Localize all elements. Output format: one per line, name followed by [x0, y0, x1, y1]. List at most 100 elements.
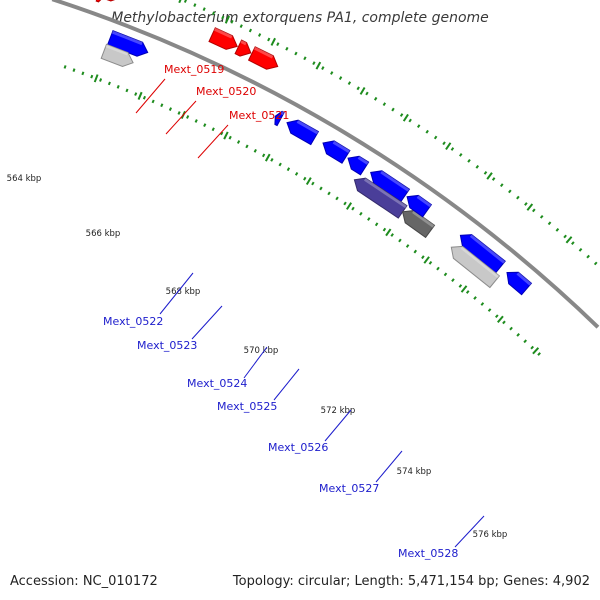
forward-gene-partial [106, 0, 116, 2]
reverse-gene-mext-0525 [347, 155, 370, 176]
outer-tick-ring [425, 129, 429, 134]
reverse-gene-upstream [106, 30, 149, 57]
inner-tick-ring [125, 88, 129, 93]
leader-line [165, 100, 197, 135]
outer-tick-ring [491, 177, 496, 181]
forward-gene-edge [95, 0, 102, 3]
outer-tick-ring [459, 153, 463, 157]
reverse-gene-mext-0522-highlight [280, 111, 285, 116]
inner-tick-ring [116, 85, 120, 89]
grey-feature-upstream-highlight [105, 44, 128, 56]
outer-tick-ring [402, 113, 409, 122]
genome-backbone [51, 0, 600, 329]
forward-gene-mext-0521 [247, 46, 279, 70]
scale-label: 564 kbp [7, 174, 42, 184]
inner-tick-ring [480, 302, 485, 306]
outer-tick-ring [391, 107, 395, 112]
inner-tick-ring [494, 314, 499, 319]
gene-label-mext-0526: Mext_0526 [268, 441, 328, 454]
inner-tick-ring [286, 167, 291, 172]
outer-tick-ring [178, 0, 182, 4]
outer-tick-ring [382, 102, 387, 107]
forward-gene-mext-0521-highlight [253, 46, 274, 59]
outer-tick-ring [239, 24, 243, 29]
inner-tick-ring [398, 238, 402, 243]
inner-tick-ring [335, 196, 339, 201]
outer-tick-ring [416, 124, 421, 129]
leader-line [243, 346, 268, 379]
scale-label: 576 kbp [473, 530, 508, 540]
inner-tick-ring [502, 320, 506, 325]
outer-tick-ring [445, 142, 452, 150]
outer-tick-ring [356, 86, 360, 91]
inner-tick-ring [220, 131, 224, 136]
inner-tick-ring [405, 244, 410, 248]
reverse-gene-mext-0524-highlight [332, 140, 350, 153]
inner-tick-ring [443, 272, 448, 277]
outer-tick-ring [408, 118, 412, 123]
outer-tick-ring [230, 19, 234, 24]
outer-tick-ring [442, 141, 446, 146]
gene-label-mext-0524: Mext_0524 [187, 377, 247, 390]
inner-tick-ring [497, 315, 504, 323]
grey-feature-upstream [100, 43, 134, 68]
inner-tick-ring [270, 158, 274, 162]
inner-tick-ring [261, 153, 266, 158]
inner-tick-ring [186, 115, 190, 119]
inner-tick-ring [194, 119, 198, 123]
outer-tick-ring [373, 96, 378, 101]
leader-line [159, 272, 194, 315]
leader-line [191, 305, 223, 340]
inner-tick-ring [516, 333, 520, 337]
outer-tick-ring [516, 195, 520, 200]
reverse-gene-upstream-highlight [111, 30, 143, 46]
inner-tick-ring [99, 78, 103, 82]
outer-tick-ring [578, 247, 583, 252]
outer-tick-ring [547, 221, 552, 226]
outer-tick-ring [467, 158, 471, 163]
inner-tick-ring [134, 92, 138, 96]
outer-tick-ring [211, 11, 216, 16]
outer-tick-ring [532, 208, 536, 213]
inner-tick-ring [487, 308, 492, 312]
grey-feature-mext-0527-highlight [412, 210, 435, 228]
inner-tick-ring [168, 107, 173, 111]
outer-tick-ring [270, 37, 276, 46]
gene-label-mext-0521: Mext_0521 [229, 109, 289, 122]
pseudogene-mext-0526 [353, 177, 408, 219]
inner-tick-ring [236, 140, 241, 144]
outer-tick-ring [593, 261, 598, 266]
outer-tick-ring [347, 81, 352, 86]
inner-tick-ring [346, 202, 353, 210]
scale-label: 572 kbp [321, 406, 356, 416]
reverse-gene-mext-0523-highlight [296, 120, 319, 135]
inner-tick-ring [523, 339, 527, 344]
forward-gene-mext-0519 [208, 27, 238, 50]
inner-tick-ring [253, 148, 257, 153]
scale-label: 570 kbp [244, 346, 279, 356]
inner-tick-ring [473, 296, 477, 300]
forward-gene-mext-0520-highlight [240, 40, 247, 46]
outer-tick-ring [294, 51, 298, 56]
gene-label-mext-0522: Mext_0522 [103, 315, 163, 328]
inner-tick-ring [460, 285, 468, 293]
outer-tick-ring [365, 91, 369, 96]
inner-tick-ring [72, 68, 76, 72]
gene-label-mext-0519: Mext_0519 [164, 63, 224, 76]
reverse-gene-mext-0524 [322, 140, 351, 164]
inner-tick-ring [390, 233, 394, 237]
inner-tick-ring [223, 131, 229, 140]
inner-tick-ring [63, 65, 67, 69]
inner-tick-ring [509, 326, 513, 331]
outer-tick-ring [526, 203, 534, 211]
leader-line [273, 368, 300, 401]
inner-tick-ring [530, 345, 534, 350]
gene-label-mext-0520: Mext_0520 [196, 85, 256, 98]
inner-tick-ring [93, 74, 99, 83]
gene-label-mext-0527: Mext_0527 [319, 482, 379, 495]
outer-tick-ring [183, 0, 188, 3]
outer-tick-ring [193, 3, 197, 7]
inner-tick-ring [107, 81, 111, 86]
inner-tick-ring [451, 278, 455, 283]
